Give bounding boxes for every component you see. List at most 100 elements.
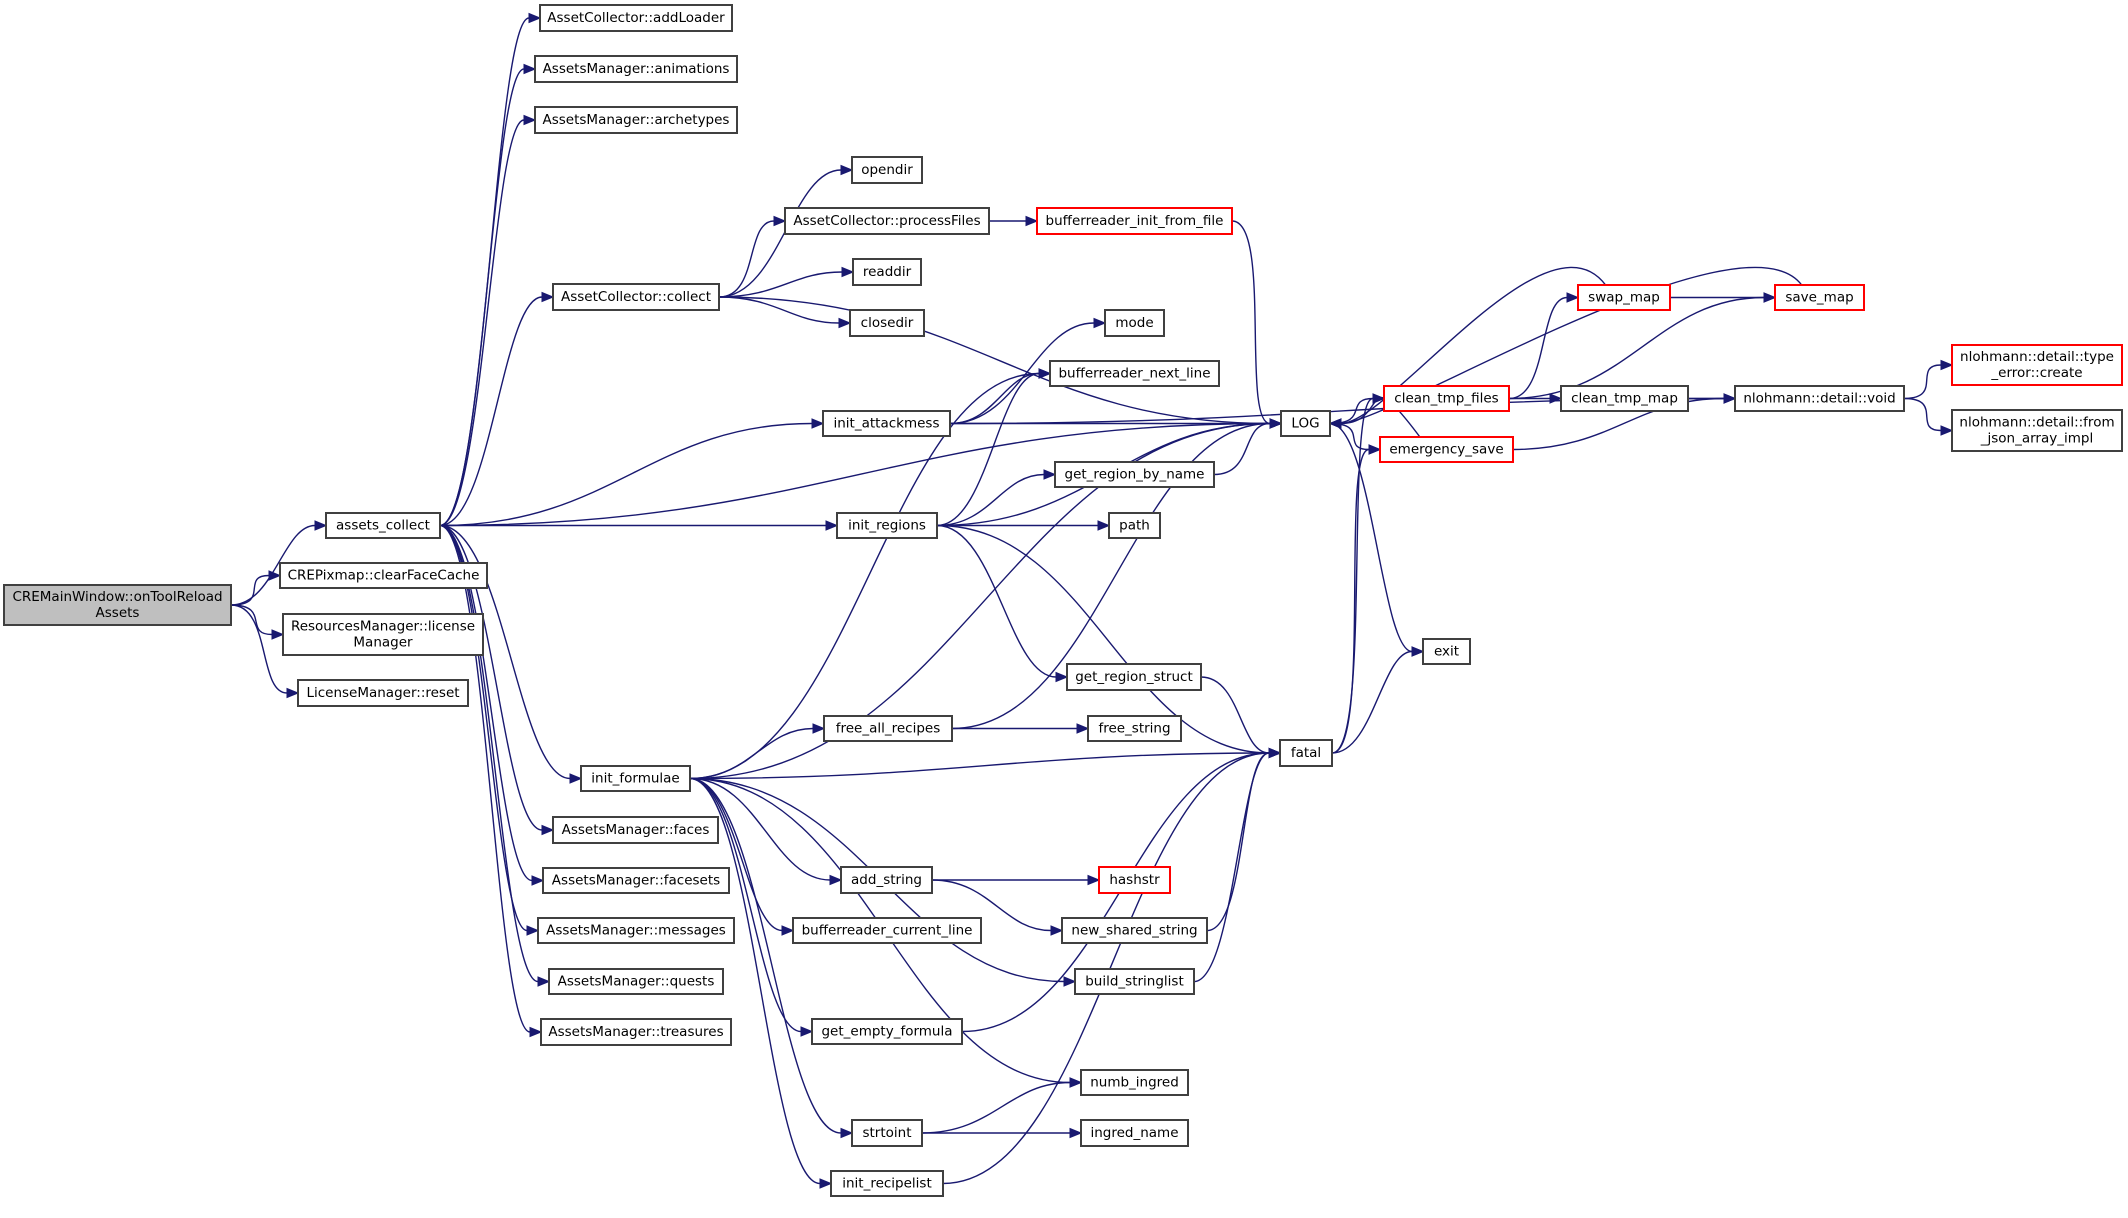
node-clean-tmp-map[interactable]: clean_tmp_map	[1560, 385, 1689, 412]
edge-assets-collect-to-faces	[439, 524, 555, 836]
node-box	[1951, 344, 2123, 386]
node-faces[interactable]: AssetsManager::faces	[552, 816, 719, 844]
arrowhead-icon	[1043, 469, 1057, 480]
node-label: fatal	[1291, 745, 1321, 761]
arrowhead-icon	[1097, 520, 1111, 531]
node-free-all-recipes[interactable]: free_all_recipes	[823, 715, 953, 742]
node-init-formulae[interactable]: init_formulae	[580, 765, 691, 792]
edge-init-attackmess-to-bufferreader-next-line	[949, 368, 1052, 425]
node-add-string[interactable]: add_string	[840, 866, 933, 894]
node-readdir[interactable]: readdir	[852, 258, 922, 286]
edge-collect-to-closedir	[718, 296, 852, 329]
node-quests[interactable]: AssetsManager::quests	[548, 968, 724, 995]
node-exit[interactable]: exit	[1422, 638, 1471, 665]
edge-line	[1508, 296, 1765, 400]
node-init-regions[interactable]: init_regions	[836, 512, 938, 539]
node-box	[552, 283, 720, 311]
edge-line	[1331, 397, 1374, 754]
node-box	[1054, 461, 1215, 488]
node-label: init_attackmess	[834, 416, 940, 432]
node-animations[interactable]: AssetsManager::animations	[534, 55, 738, 83]
node-new-shared-string[interactable]: new_shared_string	[1061, 917, 1208, 944]
node-box	[1577, 284, 1671, 311]
arrowhead-icon	[286, 687, 300, 699]
edge-line	[689, 372, 1040, 780]
arrowhead-icon	[829, 874, 843, 886]
node-init-attackmess[interactable]: init_attackmess	[822, 410, 951, 437]
node-opendir[interactable]: opendir	[851, 156, 923, 184]
node-numb-ingred[interactable]: numb_ingred	[1080, 1069, 1189, 1096]
node-path[interactable]: path	[1108, 512, 1161, 539]
node-label: opendir	[861, 162, 913, 178]
node-get-region-struct[interactable]: get_region_struct	[1066, 663, 1202, 691]
edge-line	[689, 777, 842, 1134]
node-save-map[interactable]: save_map	[1774, 284, 1865, 311]
node-free-string[interactable]: free_string	[1087, 715, 1182, 742]
node-label: get_region_struct	[1075, 669, 1193, 685]
node-closedir[interactable]: closedir	[849, 309, 925, 337]
edge-init-formulae-to-init-recipelist	[689, 777, 833, 1189]
node-mode[interactable]: mode	[1104, 309, 1165, 337]
node-bufferreader-next-line[interactable]: bufferreader_next_line	[1049, 360, 1220, 387]
node-get-region-by-name[interactable]: get_region_by_name	[1054, 461, 1215, 488]
arrowhead-icon	[271, 629, 285, 640]
node-init-recipelist[interactable]: init_recipelist	[830, 1170, 944, 1197]
edge-assets-collect-to-init-regions	[439, 520, 839, 531]
node-box	[1379, 436, 1514, 463]
node-fatal[interactable]: fatal	[1279, 739, 1333, 767]
node-bufferreader-init-from-file[interactable]: bufferreader_init_from_file	[1036, 207, 1233, 235]
node-clear-face-cache[interactable]: CREPixmap::clearFaceCache	[279, 562, 488, 589]
edge-clean-tmp-files-to-clean-tmp-map	[1508, 393, 1563, 404]
edge-line	[689, 422, 1271, 780]
edge-assets-collect-to-init-attackmess	[439, 418, 825, 527]
node-bufferreader-current-line[interactable]: bufferreader_current_line	[792, 917, 982, 944]
edge-bufferreader-init-from-file-to-log	[1231, 220, 1283, 429]
node-strtoint[interactable]: strtoint	[851, 1119, 923, 1147]
node-swap-map[interactable]: swap_map	[1577, 284, 1671, 311]
node-label: readdir	[863, 264, 912, 280]
node-label: Assets	[96, 605, 140, 621]
node-label: _json_array_impl	[1980, 431, 2093, 447]
node-label: nlohmann::detail::from	[1959, 415, 2114, 431]
arrowhead-icon	[840, 1127, 854, 1139]
node-get-empty-formula[interactable]: get_empty_formula	[811, 1018, 963, 1045]
arrowhead-icon	[811, 418, 825, 429]
node-collect[interactable]: AssetCollector::collect	[552, 283, 720, 311]
arrowhead-icon	[1093, 317, 1107, 329]
arrowhead-icon	[1549, 393, 1563, 404]
node-archetypes[interactable]: AssetsManager::archetypes	[534, 106, 738, 134]
edge-line	[689, 777, 821, 1185]
node-add-loader[interactable]: AssetCollector::addLoader	[539, 4, 733, 32]
node-log[interactable]: LOG	[1280, 410, 1331, 437]
node-hashstr[interactable]: hashstr	[1098, 866, 1171, 894]
node-box	[325, 512, 441, 539]
node-reset[interactable]: LicenseManager::reset	[297, 679, 469, 707]
edge-assets-collect-to-archetypes	[439, 114, 537, 527]
node-messages[interactable]: AssetsManager::messages	[537, 917, 735, 944]
node-process-files[interactable]: AssetCollector::processFiles	[784, 207, 990, 235]
edge-line	[439, 524, 528, 932]
node-box	[534, 106, 738, 134]
node-build-stringlist[interactable]: build_stringlist	[1074, 968, 1195, 995]
node-clean-tmp-files[interactable]: clean_tmp_files	[1383, 385, 1510, 412]
edge-line	[718, 296, 840, 324]
node-from-json-array-impl[interactable]: nlohmann::detail::from_json_array_impl	[1951, 409, 2123, 452]
node-box	[1108, 512, 1161, 539]
edge-swap-map-to-save-map	[1670, 292, 1777, 303]
node-box	[1734, 385, 1905, 412]
node-ingred-name[interactable]: ingred_name	[1080, 1119, 1189, 1147]
edge-line	[718, 271, 843, 298]
edge-clean-tmp-files-to-swap-map	[1508, 292, 1580, 400]
edge-line	[439, 524, 531, 1033]
node-box	[1279, 739, 1333, 767]
node-emergency-save[interactable]: emergency_save	[1379, 436, 1514, 463]
arrowhead-icon	[569, 773, 583, 784]
node-facesets[interactable]: AssetsManager::facesets	[542, 867, 730, 894]
node-void[interactable]: nlohmann::detail::void	[1734, 385, 1905, 412]
node-assets-collect[interactable]: assets_collect	[325, 512, 441, 539]
node-treasures[interactable]: AssetsManager::treasures	[540, 1018, 732, 1046]
node-type-error-create[interactable]: nlohmann::detail::type_error::create	[1951, 344, 2123, 386]
